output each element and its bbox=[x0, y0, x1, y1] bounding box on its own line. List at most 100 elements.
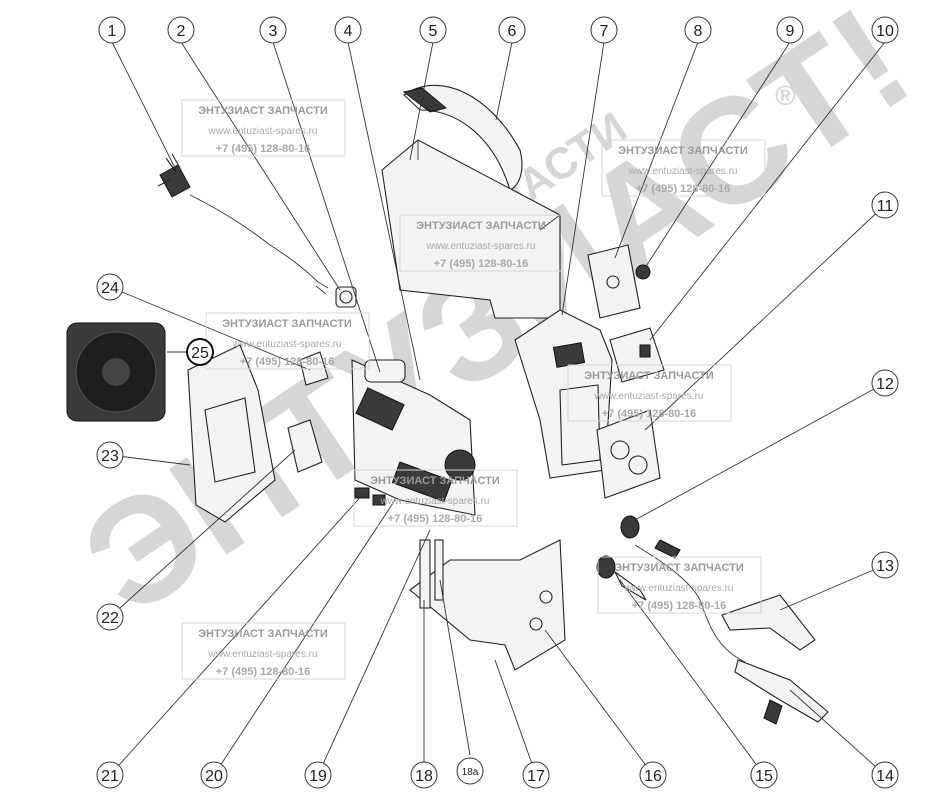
watermark-phone: +7 (495) 128-80-16 bbox=[632, 600, 726, 612]
watermark-phone: +7 (495) 128-80-16 bbox=[388, 513, 482, 525]
callout-21: 21 bbox=[96, 761, 124, 789]
callout-label: 1 bbox=[108, 23, 117, 40]
callout-1: 1 bbox=[98, 16, 126, 44]
part-rear-grille bbox=[596, 409, 661, 499]
part-top-cover bbox=[381, 139, 561, 319]
callout-16: 16 bbox=[639, 761, 667, 789]
part-control-plate bbox=[587, 244, 641, 319]
watermark-phone: +7 (495) 128-80-16 bbox=[216, 666, 310, 678]
watermark-stamp-8: ЭНТУЗИАСТ ЗАПЧАСТИ www.entuziast-spares.… bbox=[597, 556, 762, 614]
watermark-site: www.entuziast-spares.ru bbox=[426, 241, 536, 252]
watermark-stamp-3: ЭНТУЗИАСТ ЗАПЧАСТИ www.entuziast-spares.… bbox=[601, 139, 766, 197]
callout-6: 6 bbox=[498, 16, 526, 44]
callout-24: 24 bbox=[96, 273, 124, 301]
callout-9: 9 bbox=[776, 16, 804, 44]
callout-label: 6 bbox=[508, 23, 517, 40]
callout-25: 25 bbox=[186, 338, 214, 366]
callout-5: 5 bbox=[419, 16, 447, 44]
part-knob bbox=[635, 264, 651, 280]
part-chassis bbox=[409, 539, 566, 671]
callout-label: 10 bbox=[876, 23, 894, 40]
watermark-site: www.entuziast-spares.ru bbox=[624, 583, 734, 594]
part-rear-frame bbox=[187, 344, 276, 523]
callout-8: 8 bbox=[684, 16, 712, 44]
callout-3: 3 bbox=[259, 16, 287, 44]
callout-19: 19 bbox=[304, 761, 332, 789]
part-small-components bbox=[354, 487, 386, 506]
watermark-site: www.entuziast-spares.ru bbox=[208, 649, 318, 660]
callout-22: 22 bbox=[96, 603, 124, 631]
watermark-site: www.entuziast-spares.ru bbox=[628, 166, 738, 177]
callout-11: 11 bbox=[871, 191, 899, 219]
watermark-title: ЭНТУЗИАСТ ЗАПЧАСТИ bbox=[222, 318, 352, 330]
part-terminal-block bbox=[287, 419, 323, 473]
watermark-title: ЭНТУЗИАСТ ЗАПЧАСТИ bbox=[198, 105, 328, 117]
watermark-phone: +7 (495) 128-80-16 bbox=[636, 183, 730, 195]
watermark-stamp-2: ЭНТУЗИАСТ ЗАПЧАСТИ www.entuziast-spares.… bbox=[399, 214, 564, 272]
callout-label: 8 bbox=[694, 23, 703, 40]
callout-2: 2 bbox=[167, 16, 195, 44]
callout-18: 18 bbox=[410, 761, 438, 789]
part-cooling-fan bbox=[66, 322, 166, 422]
callout-label: 9 bbox=[786, 23, 795, 40]
part-earth-clamp bbox=[634, 539, 816, 663]
callout-15: 15 bbox=[750, 761, 778, 789]
watermark-phone: +7 (495) 128-80-16 bbox=[216, 143, 310, 155]
brand-watermark-main: ЭНТУЗИАСТ! bbox=[54, 0, 935, 647]
callout-13: 13 bbox=[871, 551, 899, 579]
watermark-stamp-7: ЭНТУЗИАСТ ЗАПЧАСТИ www.entuziast-spares.… bbox=[181, 622, 346, 680]
callout-12: 12 bbox=[871, 369, 899, 397]
callout-7: 7 bbox=[590, 16, 618, 44]
callout-label: 19 bbox=[309, 768, 327, 785]
callout-label: 13 bbox=[876, 558, 894, 575]
watermark-phone: +7 (495) 128-80-16 bbox=[602, 408, 696, 420]
callout-label: 14 bbox=[876, 768, 894, 785]
callout-20: 20 bbox=[200, 761, 228, 789]
watermark-title: ЭНТУЗИАСТ ЗАПЧАСТИ bbox=[584, 370, 714, 382]
callout-10: 10 bbox=[871, 16, 899, 44]
watermark-stamp-1: ЭНТУЗИАСТ ЗАПЧАСТИ www.entuziast-spares.… bbox=[181, 99, 346, 157]
callout-label: 24 bbox=[101, 280, 119, 297]
watermark-title: ЭНТУЗИАСТ ЗАПЧАСТИ bbox=[416, 220, 546, 232]
callout-label: 11 bbox=[877, 198, 894, 215]
callout-label: 20 bbox=[205, 768, 223, 785]
part-switch-panel bbox=[609, 327, 665, 383]
watermark-title: ЭНТУЗИАСТ ЗАПЧАСТИ bbox=[618, 145, 748, 157]
callout-label: 21 bbox=[101, 768, 119, 785]
watermark-title: ЭНТУЗИАСТ ЗАПЧАСТИ bbox=[370, 475, 500, 487]
part-main-pcb bbox=[351, 359, 476, 516]
part-cable-plug-15 bbox=[596, 555, 647, 601]
callout-23: 23 bbox=[96, 441, 124, 469]
watermark-site: www.entuziast-spares.ru bbox=[232, 339, 342, 350]
callout-label: 2 bbox=[177, 23, 186, 40]
part-panel-socket-12 bbox=[620, 515, 640, 539]
part-power-cable bbox=[157, 153, 329, 295]
watermark-phone: +7 (495) 128-80-16 bbox=[434, 258, 528, 270]
callout-14: 14 bbox=[871, 761, 899, 789]
leader-lines bbox=[109, 41, 886, 776]
callout-4: 4 bbox=[334, 16, 362, 44]
callout-label: 7 bbox=[600, 23, 609, 40]
part-handle-strap bbox=[402, 84, 523, 191]
callout-17: 17 bbox=[522, 761, 550, 789]
brand-watermark: ЭНТУЗИАСТ! ЗАПЧАСТИ ® bbox=[54, 0, 935, 647]
callout-label: 12 bbox=[876, 376, 894, 393]
brand-watermark-mark: ® bbox=[775, 80, 796, 111]
callout-label: 15 bbox=[755, 768, 773, 785]
watermark-site: www.entuziast-spares.ru bbox=[208, 126, 318, 137]
callout-label: 4 bbox=[344, 23, 353, 40]
callout-label: 18 bbox=[415, 768, 433, 785]
callout-label: 18a bbox=[462, 767, 479, 778]
callout-label: 16 bbox=[644, 768, 662, 785]
watermark-site: www.entuziast-spares.ru bbox=[380, 496, 490, 507]
watermark-title: ЭНТУЗИАСТ ЗАПЧАСТИ bbox=[198, 628, 328, 640]
callout-label: 22 bbox=[101, 610, 119, 627]
callout-label: 5 bbox=[429, 23, 438, 40]
callout-label: 3 bbox=[269, 23, 278, 40]
callout-18a: 18a bbox=[456, 757, 484, 785]
callout-label: 17 bbox=[527, 768, 545, 785]
callout-label: 23 bbox=[101, 448, 119, 465]
watermark-stamp-6: ЭНТУЗИАСТ ЗАПЧАСТИ www.entuziast-spares.… bbox=[353, 469, 518, 527]
